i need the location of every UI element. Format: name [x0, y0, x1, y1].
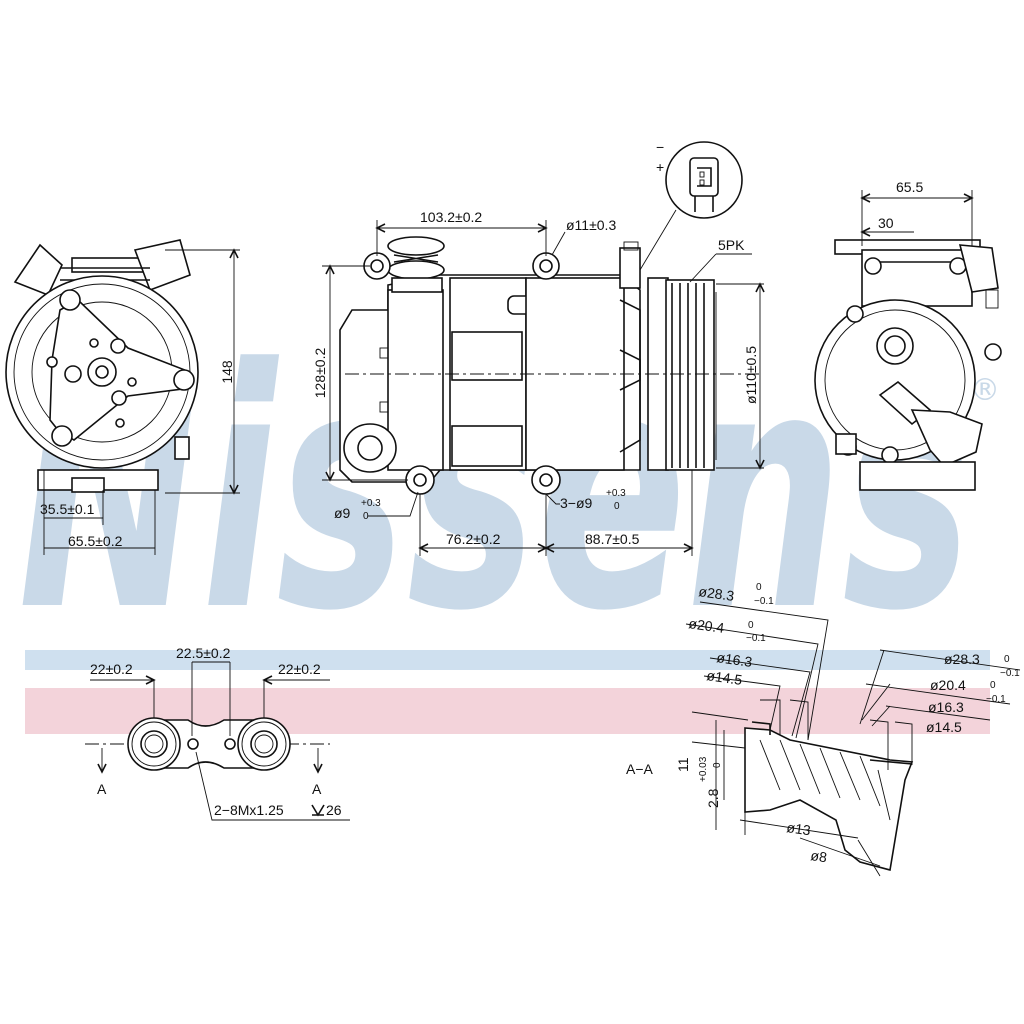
svg-text:−0.1: −0.1	[754, 596, 774, 607]
hole-3-o9: 3−ø9	[560, 495, 593, 511]
left-d3: ø16.3	[716, 649, 754, 670]
dim-103-2: 103.2±0.2	[420, 209, 482, 225]
left-d1: ø28.3	[698, 583, 736, 604]
port-view: 22±0.2 22.5±0.2 22±0.2 A A 2−8Mx1.25 26	[85, 645, 350, 821]
connector-plus: +	[656, 159, 664, 175]
svg-text:0: 0	[363, 511, 369, 522]
left-view: 148 35.5±0.1 65.5±0.2	[5, 239, 240, 555]
svg-text:0: 0	[1004, 654, 1010, 665]
connector-minus: −	[656, 139, 664, 155]
dim-o11: ø11±0.3	[566, 217, 616, 233]
left-d2: ø20.4	[688, 615, 726, 636]
thread-callout: 2−8Mx1.25	[214, 802, 284, 818]
dim-11: 11	[675, 757, 691, 772]
right-d3: ø16.3	[928, 699, 964, 715]
svg-text:+0.3: +0.3	[606, 488, 626, 499]
dim-76-2: 76.2±0.2	[446, 531, 501, 547]
section-view: A−A ø28.3 0 −0.1 ø20.4 0 −0.1 ø16.3 ø14.…	[626, 582, 1020, 877]
svg-text:−0.1: −0.1	[986, 694, 1006, 705]
left-d4: ø14.5	[706, 667, 744, 688]
dim-o8: ø8	[810, 847, 829, 865]
section-label: A−A	[626, 761, 654, 777]
dim-2-8: 2.8	[705, 788, 721, 808]
dim-o13: ø13	[786, 819, 812, 838]
dim-22-5: 22.5±0.2	[176, 645, 231, 661]
dim-148: 148	[219, 360, 235, 384]
right-d1: ø28.3	[944, 651, 980, 667]
right-view: 65.5 30	[814, 179, 1002, 491]
svg-text:0: 0	[990, 680, 996, 691]
right-d4: ø14.5	[926, 719, 962, 735]
svg-text:−0.1: −0.1	[746, 633, 766, 644]
section-mark-left: A	[97, 781, 107, 797]
dim-o110: ø110±0.5	[743, 346, 759, 404]
dim-65-5-left: 65.5±0.2	[68, 533, 123, 549]
svg-text:0: 0	[614, 501, 620, 512]
svg-text:−0.1: −0.1	[1000, 668, 1020, 679]
dim-65-5-right: 65.5	[896, 179, 923, 195]
dim-128: 128±0.2	[312, 348, 328, 399]
svg-text:0: 0	[712, 762, 723, 768]
thread-depth: 26	[326, 802, 342, 818]
section-mark-right: A	[312, 781, 322, 797]
dim-30: 30	[878, 215, 894, 231]
hole-o9: ø9	[334, 505, 351, 521]
right-d2: ø20.4	[930, 677, 966, 693]
dim-22-right: 22±0.2	[278, 661, 321, 677]
svg-text:0: 0	[748, 620, 754, 631]
dim-35-5: 35.5±0.1	[40, 501, 95, 517]
stripe-blue	[25, 650, 990, 670]
dim-22-left: 22±0.2	[90, 661, 133, 677]
center-view: 103.2±0.2 ø11±0.3 128±0.2 ø110±0.5 5PK ø…	[312, 139, 765, 556]
svg-text:0: 0	[756, 582, 762, 593]
svg-text:+0.3: +0.3	[361, 498, 381, 509]
belt-5pk: 5PK	[718, 237, 745, 253]
svg-text:+0.03: +0.03	[698, 756, 709, 782]
dim-88-7: 88.7±0.5	[585, 531, 640, 547]
